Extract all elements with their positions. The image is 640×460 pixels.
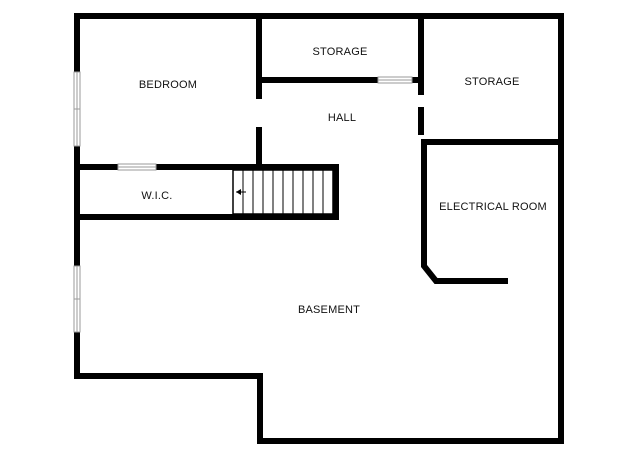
door-openings [117, 76, 413, 171]
windows [72, 71, 82, 333]
stair-arrow-head [236, 189, 241, 195]
label-storage-top: STORAGE [313, 46, 368, 58]
label-hall: HALL [328, 112, 356, 124]
label-basement: BASEMENT [298, 304, 360, 316]
label-bedroom: BEDROOM [139, 79, 197, 91]
staircase [232, 169, 334, 215]
label-wic: W.I.C. [141, 190, 172, 202]
room-labels: BEDROOM STORAGE STORAGE HALL W.I.C. ELEC… [139, 46, 547, 316]
wall-electrical-west [421, 139, 508, 284]
outer-wall [74, 13, 564, 444]
label-storage-right: STORAGE [465, 76, 520, 88]
interior-walls [74, 13, 564, 284]
outer-walls [74, 13, 564, 444]
stair-treads [242, 170, 324, 214]
label-electrical: ELECTRICAL ROOM [439, 201, 547, 213]
